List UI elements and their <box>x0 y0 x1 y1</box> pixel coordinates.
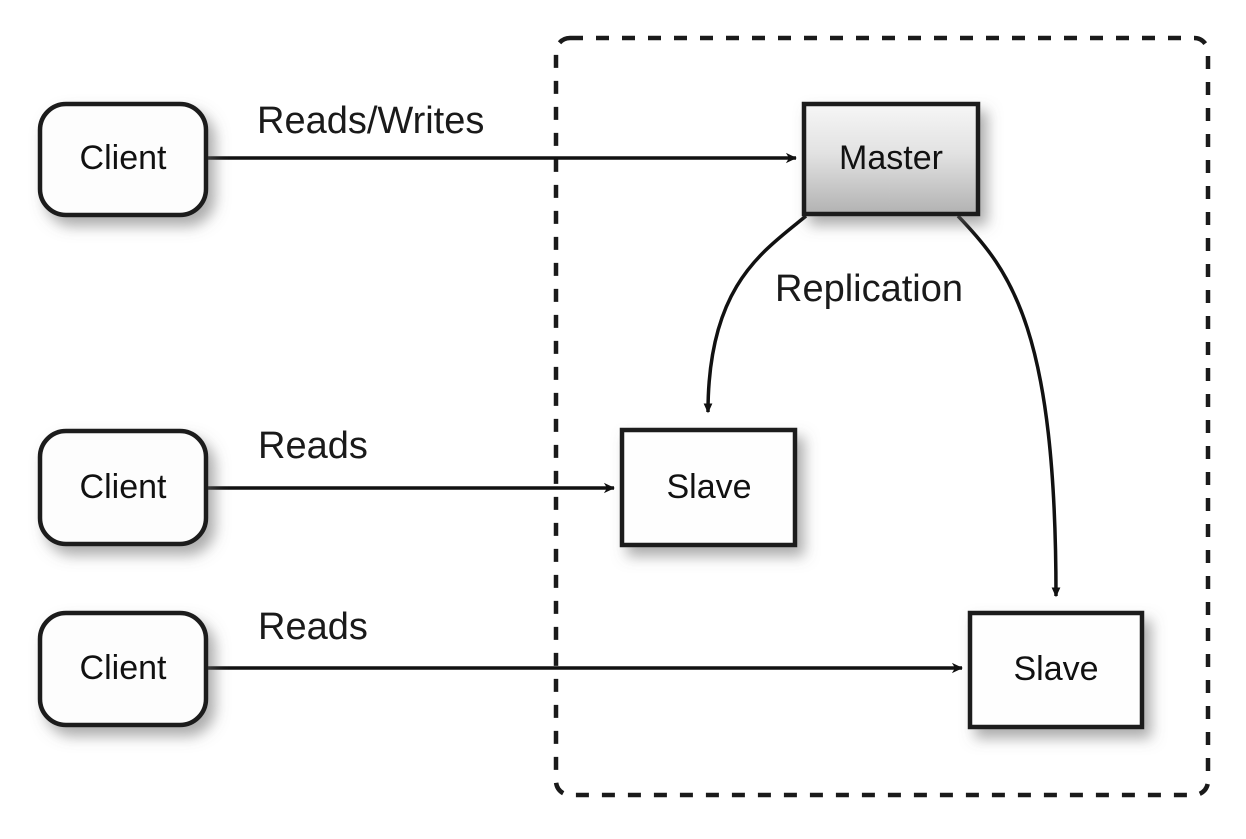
slave-1-label: Slave <box>666 468 751 506</box>
edge-curve <box>956 214 1061 598</box>
node-master[interactable]: Master <box>801 101 981 217</box>
slave-2-shape[interactable] <box>967 610 1145 730</box>
master-label: Master <box>839 139 943 177</box>
client-1-shape[interactable] <box>37 101 209 218</box>
node-client-2[interactable]: Client <box>37 428 209 547</box>
master-shape[interactable] <box>801 101 981 217</box>
slave-1-shape[interactable] <box>619 427 798 548</box>
client-3-label: Client <box>80 649 167 687</box>
edge-master-slave1 <box>703 214 808 414</box>
database-cluster-boundary <box>553 35 1211 798</box>
client-2-shape[interactable] <box>37 428 209 547</box>
node-slave-1[interactable]: Slave <box>619 427 798 548</box>
edge-label-reads-1: Reads <box>258 425 368 467</box>
client-1-label: Client <box>80 139 167 177</box>
edge-label-replication: Replication <box>775 268 963 310</box>
edge-curve <box>703 214 808 414</box>
node-client-3[interactable]: Client <box>37 610 209 728</box>
client-3-shape[interactable] <box>37 610 209 728</box>
node-slave-2[interactable]: Slave <box>967 610 1145 730</box>
slave-2-label: Slave <box>1013 650 1098 688</box>
edge-label-reads-2: Reads <box>258 606 368 648</box>
node-client-1[interactable]: Client <box>37 101 209 218</box>
edge-master-slave2 <box>956 214 1061 598</box>
edge-label-reads-writes: Reads/Writes <box>257 100 484 142</box>
client-2-label: Client <box>80 468 167 506</box>
